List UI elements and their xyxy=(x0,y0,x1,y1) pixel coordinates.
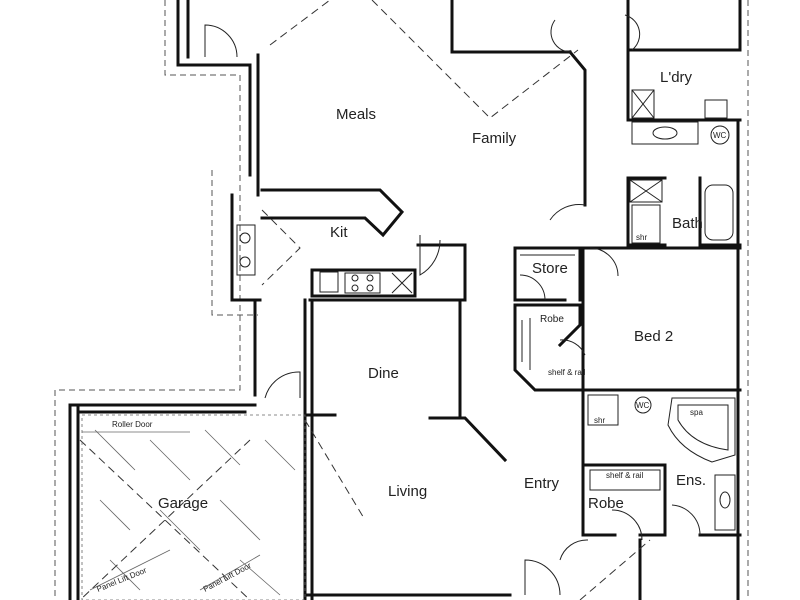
room-label-bed2: Bed 2 xyxy=(634,328,673,345)
room-label-laundry: L'dry xyxy=(660,69,693,86)
room-label-dine: Dine xyxy=(368,365,399,382)
room-label-robe-ensuite: Robe xyxy=(588,495,624,512)
fixture-label-roller-door-top: Roller Door xyxy=(112,420,153,429)
room-label-kitchen: Kit xyxy=(330,224,348,241)
shower-icon xyxy=(631,204,661,244)
room-label-meals: Meals xyxy=(336,106,376,123)
toilet-icon xyxy=(710,125,730,145)
fixture-label-door-bottom-right: Panel Lift Door xyxy=(202,561,253,594)
fixture-label-shower-upper: shr xyxy=(636,233,647,242)
ensuite-toilet-icon xyxy=(634,396,652,414)
room-label-family: Family xyxy=(472,130,517,147)
fixture-label-spa: spa xyxy=(690,408,703,417)
room-label-ensuite: Ens. xyxy=(676,472,706,489)
fixture-label-shelf-rail-upper: shelf & rail xyxy=(548,368,586,377)
fixture-label-shower-lower: shr xyxy=(594,416,605,425)
fixture-label-wc-upper: WC xyxy=(713,131,727,140)
room-labels: Meals Family Kit L'dry Bath Store Robe B… xyxy=(158,69,706,512)
dashed-boundary-lines xyxy=(54,0,749,600)
room-label-robe-bed2: Robe xyxy=(540,314,564,325)
ceiling-lines xyxy=(79,0,651,600)
ensuite-shower-icon xyxy=(587,394,619,426)
bathtub-icon xyxy=(704,184,734,241)
room-label-entry: Entry xyxy=(524,475,560,492)
vanity-icon xyxy=(631,121,699,145)
room-label-garage: Garage xyxy=(158,495,208,512)
room-label-living: Living xyxy=(388,483,427,500)
fixture-label-door-bottom-left: Panel Lift Door xyxy=(95,566,148,594)
fixture-label-wc-lower: WC xyxy=(636,401,650,410)
cooktop-icon xyxy=(344,272,381,294)
fixture-label-shelf-rail-lower: shelf & rail xyxy=(606,471,644,480)
doors xyxy=(204,14,701,596)
room-label-bath: Bath xyxy=(672,215,703,232)
kitchen-sink-icon xyxy=(236,224,256,276)
walls xyxy=(68,0,742,600)
room-label-store: Store xyxy=(532,260,568,277)
fridge-space-icon xyxy=(391,272,413,294)
garage-hatching xyxy=(81,414,306,600)
fixtures xyxy=(236,89,736,531)
laundry-tub-icon xyxy=(631,89,655,119)
spa-bath-icon xyxy=(667,397,736,463)
